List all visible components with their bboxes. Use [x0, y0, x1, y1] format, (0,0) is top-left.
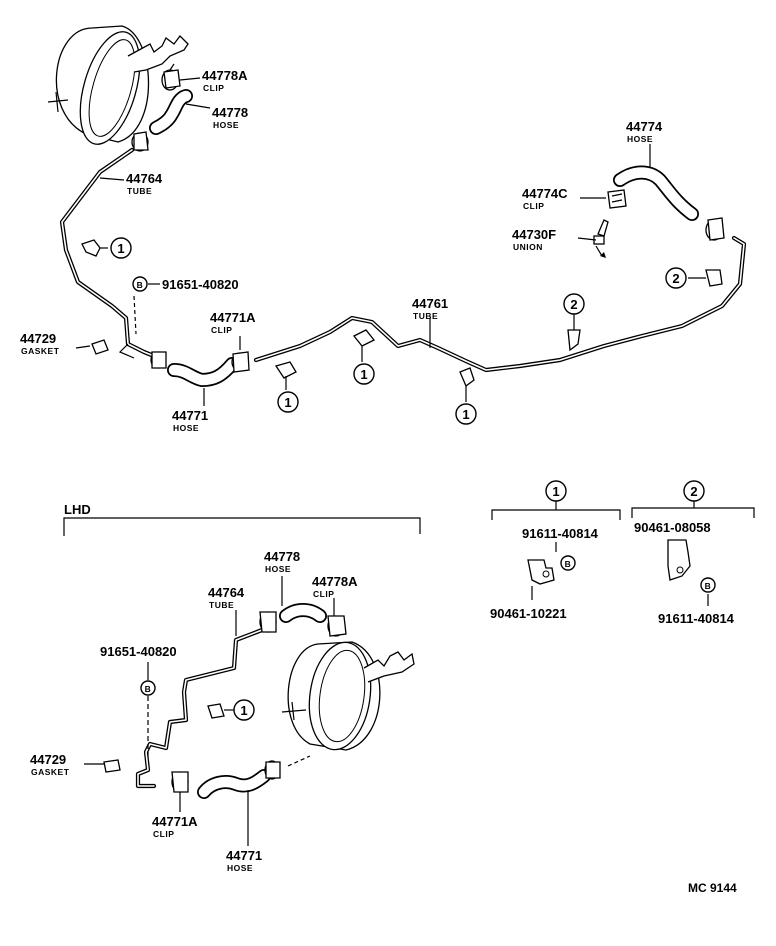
tube-44764-top	[59, 147, 157, 359]
callout-1-lhd: 1	[233, 699, 255, 721]
label-44764-lhd-number: 44764	[208, 585, 245, 600]
svg-text:90461-08058: 90461-08058	[634, 520, 711, 535]
label-91651-top-number: 91651-40820	[162, 277, 239, 292]
label-44778A-lhd-number: 44778A	[312, 574, 358, 589]
svg-text:B: B	[145, 684, 152, 694]
leaders-lhd	[84, 576, 335, 846]
label-44761-number: 44761	[412, 296, 448, 311]
svg-text:90461-10221: 90461-10221	[490, 606, 567, 621]
label-44771A-top-name: CLIP	[211, 325, 232, 335]
hose-44774	[613, 165, 699, 221]
lhd-label: LHD	[64, 502, 91, 517]
label-44764-lhd-name: TUBE	[209, 600, 234, 610]
label-44764-top-number: 44764	[126, 171, 163, 186]
gasket-44729-lhd	[103, 759, 121, 773]
label-44778-lhd-number: 44778	[264, 549, 300, 564]
clamp-1-left-top	[81, 239, 101, 257]
clamp-2-b	[688, 269, 723, 287]
callout-1-b: 1	[353, 363, 375, 385]
leaders-top	[75, 77, 651, 406]
clip-44771A-lhd	[171, 771, 189, 793]
label-91651-lhd-number: 91651-40820	[100, 644, 177, 659]
brake-booster-lhd	[281, 641, 415, 751]
label-44761-name: TUBE	[413, 311, 438, 321]
label-44774-name: HOSE	[627, 134, 653, 144]
union-44730F	[593, 219, 609, 258]
diagram-code: MC 9144	[688, 881, 737, 895]
svg-text:2: 2	[672, 271, 679, 286]
callout-1-left: 1	[110, 237, 132, 259]
clip-44771A-left-top	[150, 351, 167, 369]
label-44729-top-number: 44729	[20, 331, 56, 346]
clip-44764-lhd-end	[259, 611, 277, 633]
clamp-1-b	[352, 329, 376, 362]
tube-44764-lhd	[135, 627, 265, 789]
label-44729-lhd-number: 44729	[30, 752, 66, 767]
svg-text:1: 1	[462, 407, 469, 422]
label-44771A-lhd-name: CLIP	[153, 829, 174, 839]
label-44778A-top-number: 44778A	[202, 68, 248, 83]
label-44771A-lhd-number: 44771A	[152, 814, 198, 829]
hose-44771-lhd	[197, 769, 271, 799]
svg-text:B: B	[565, 559, 572, 569]
label-44774C-name: CLIP	[523, 201, 544, 211]
label-44771A-top-number: 44771A	[210, 310, 256, 325]
svg-text:1: 1	[117, 241, 124, 256]
clip-44774-right	[705, 217, 725, 241]
clamp-1-c	[459, 367, 475, 402]
brake-booster-top	[47, 25, 189, 145]
label-44730F-number: 44730F	[512, 227, 556, 242]
label-44771-top-number: 44771	[172, 408, 208, 423]
lhd-bracket	[63, 517, 421, 536]
svg-text:1: 1	[360, 367, 367, 382]
label-44774C-number: 44774C	[522, 186, 568, 201]
callout-1-a: 1	[277, 391, 299, 413]
hose-44778-top	[149, 89, 193, 135]
label-44771-lhd-number: 44771	[226, 848, 262, 863]
gasket-44729-top	[91, 339, 109, 355]
label-44730F-name: UNION	[513, 242, 543, 252]
label-44774-number: 44774	[626, 119, 663, 134]
svg-text:B: B	[137, 280, 144, 290]
svg-text:1: 1	[284, 395, 291, 410]
label-44778A-top-name: CLIP	[203, 83, 224, 93]
detail-2: 2 90461-08058 B 91611-40814	[631, 480, 755, 626]
svg-text:1: 1	[240, 703, 247, 718]
clip-booster-top	[131, 131, 149, 152]
clip-44774C	[607, 189, 627, 209]
label-44778-top-number: 44778	[212, 105, 248, 120]
callout-2-a: 2	[563, 293, 585, 315]
clamp-1-a	[274, 361, 297, 390]
clip-44778A-lhd	[327, 615, 347, 637]
label-44729-lhd-name: GASKET	[31, 767, 70, 777]
svg-text:1: 1	[552, 484, 559, 499]
clip-44771A-top	[231, 351, 250, 373]
label-44778A-lhd-name: CLIP	[313, 589, 334, 599]
label-44771-top-name: HOSE	[173, 423, 199, 433]
bolt-symbol-lhd: B	[140, 680, 156, 696]
label-44778-lhd-name: HOSE	[265, 564, 291, 574]
detail-1: 1 91611-40814 B 90461-10221	[490, 480, 621, 621]
label-44729-top-name: GASKET	[21, 346, 60, 356]
hose-44778-lhd	[279, 603, 327, 623]
clip-lhd-right	[264, 755, 311, 780]
bolt-symbol-top: B	[132, 276, 148, 292]
tube-44761	[253, 235, 747, 373]
label-44778-top-name: HOSE	[213, 120, 239, 130]
hose-44771-top	[167, 357, 239, 387]
label-44764-top-name: TUBE	[127, 186, 152, 196]
clamp-2-a	[567, 314, 581, 352]
clamp-1-lhd	[207, 703, 234, 719]
callout-2-b: 2	[665, 267, 687, 289]
svg-text:B: B	[705, 581, 712, 591]
svg-text:2: 2	[690, 484, 697, 499]
svg-text:2: 2	[570, 297, 577, 312]
svg-text:91611-40814: 91611-40814	[658, 611, 735, 626]
label-44771-lhd-name: HOSE	[227, 863, 253, 873]
callout-1-c: 1	[455, 403, 477, 425]
svg-text:91611-40814: 91611-40814	[522, 526, 599, 541]
clip-44778A-top	[161, 63, 181, 91]
